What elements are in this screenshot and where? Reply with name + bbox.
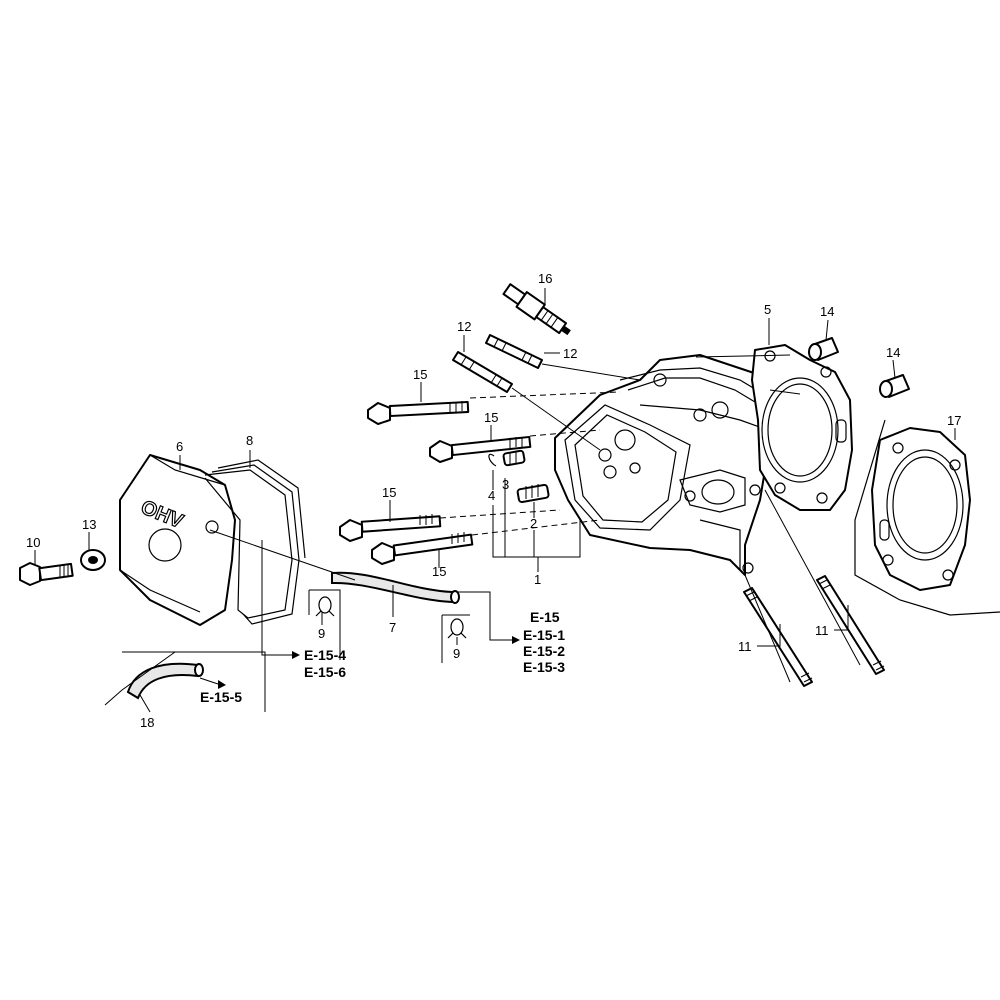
callout-15-a: 15 bbox=[413, 367, 427, 382]
tube-clip-left bbox=[315, 596, 335, 617]
ref-e15: E-15 bbox=[530, 609, 560, 625]
dowel-pin-lower bbox=[879, 374, 910, 398]
callout-3: 3 bbox=[502, 477, 509, 492]
callout-14-upper: 14 bbox=[820, 304, 834, 319]
callout-9-left: 9 bbox=[318, 626, 325, 641]
valve-guide-upper bbox=[502, 449, 526, 467]
callout-7: 7 bbox=[389, 620, 396, 635]
callout-15-b: 15 bbox=[484, 410, 498, 425]
sealing-washer bbox=[80, 549, 106, 571]
callout-15-c: 15 bbox=[382, 485, 396, 500]
head-cover: OHV bbox=[119, 454, 236, 626]
flange-bolt-4 bbox=[371, 532, 474, 565]
ref-e15-3: E-15-3 bbox=[523, 659, 565, 675]
callout-8: 8 bbox=[246, 433, 253, 448]
callout-numbers: 16 12 12 5 14 14 15 15 15 15 17 6 8 4 3 … bbox=[26, 271, 961, 730]
ref-e15-5: E-15-5 bbox=[200, 689, 242, 705]
callout-17: 17 bbox=[947, 413, 961, 428]
spark-plug bbox=[502, 283, 571, 336]
crankcase-outline bbox=[854, 419, 1000, 616]
dowel-pin-upper bbox=[808, 337, 839, 361]
callout-18: 18 bbox=[140, 715, 154, 730]
callout-9-right: 9 bbox=[453, 646, 460, 661]
cylinder-head-assembly bbox=[554, 354, 781, 576]
callout-15-d: 15 bbox=[432, 564, 446, 579]
callout-10: 10 bbox=[26, 535, 40, 550]
callout-13: 13 bbox=[82, 517, 96, 532]
callout-12-upper: 12 bbox=[457, 319, 471, 334]
ref-e15-2: E-15-2 bbox=[523, 643, 565, 659]
reference-labels: E-15 E-15-1 E-15-2 E-15-3 E-15-4 E-15-6 … bbox=[200, 609, 565, 705]
stud-bolt-upper bbox=[485, 334, 543, 369]
callout-2: 2 bbox=[530, 516, 537, 531]
leader-lines bbox=[34, 288, 956, 713]
flange-bolt-1 bbox=[367, 400, 470, 425]
callout-6: 6 bbox=[176, 439, 183, 454]
flange-bolt-2 bbox=[429, 435, 532, 463]
long-stud-right bbox=[816, 575, 885, 675]
valve-guide-lower bbox=[516, 483, 550, 504]
ref-e15-1: E-15-1 bbox=[523, 627, 565, 643]
ref-e15-4: E-15-4 bbox=[304, 647, 346, 663]
cylinder-gasket bbox=[871, 427, 971, 591]
head-cover-gasket bbox=[204, 459, 306, 625]
tube-clip-right bbox=[447, 618, 467, 639]
stud-bolt-lower bbox=[452, 351, 513, 393]
ref-e15-6: E-15-6 bbox=[304, 664, 346, 680]
callout-1: 1 bbox=[534, 572, 541, 587]
callout-12-right: 12 bbox=[563, 346, 577, 361]
cylinder-head-gasket bbox=[751, 344, 853, 511]
valve-pin bbox=[488, 453, 497, 467]
callout-16: 16 bbox=[538, 271, 552, 286]
flange-bolt-3 bbox=[339, 514, 442, 542]
reference-arrows bbox=[218, 636, 520, 689]
long-stud-left bbox=[743, 587, 813, 687]
cover-bolt bbox=[19, 562, 74, 586]
callout-11-left: 11 bbox=[738, 639, 752, 654]
breather-tube bbox=[331, 571, 460, 604]
callout-11-right: 11 bbox=[815, 623, 829, 638]
callout-14-lower: 14 bbox=[886, 345, 900, 360]
callout-4: 4 bbox=[488, 488, 495, 503]
breather-hose bbox=[126, 662, 204, 700]
callout-5: 5 bbox=[764, 302, 771, 317]
